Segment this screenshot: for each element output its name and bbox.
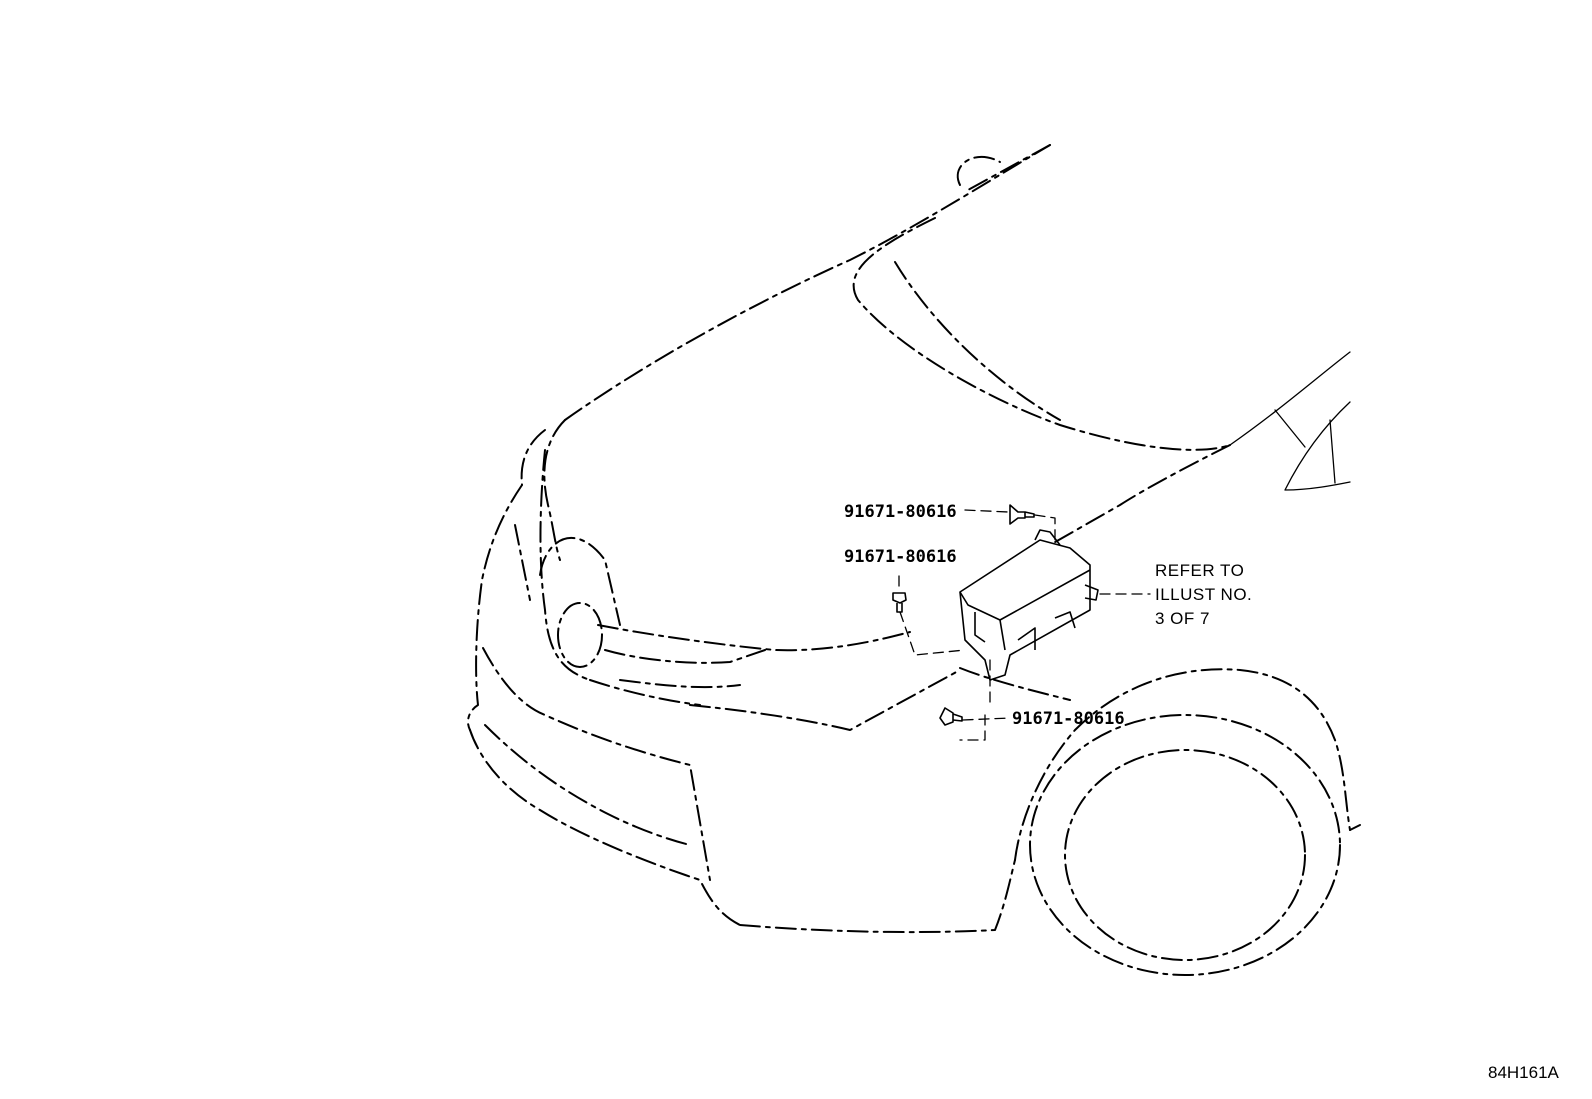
part-number-label: 91671-80616 <box>1012 709 1125 729</box>
illustration-code: 84H161A <box>1488 1063 1560 1082</box>
car-body-outline <box>467 144 1361 976</box>
bolt-icon <box>939 707 963 726</box>
bolt-icon <box>1009 504 1035 525</box>
reference-note-line3: 3 OF 7 <box>1155 609 1210 628</box>
part-number-label: 91671-80616 <box>844 547 957 567</box>
part-number-label: 91671-80616 <box>844 502 957 522</box>
leader-lines <box>898 509 1151 741</box>
control-module <box>959 529 1099 681</box>
bolt-icon <box>892 592 907 613</box>
reference-note-line1: REFER TO <box>1155 561 1244 580</box>
reference-note-line2: ILLUST NO. <box>1155 585 1252 604</box>
